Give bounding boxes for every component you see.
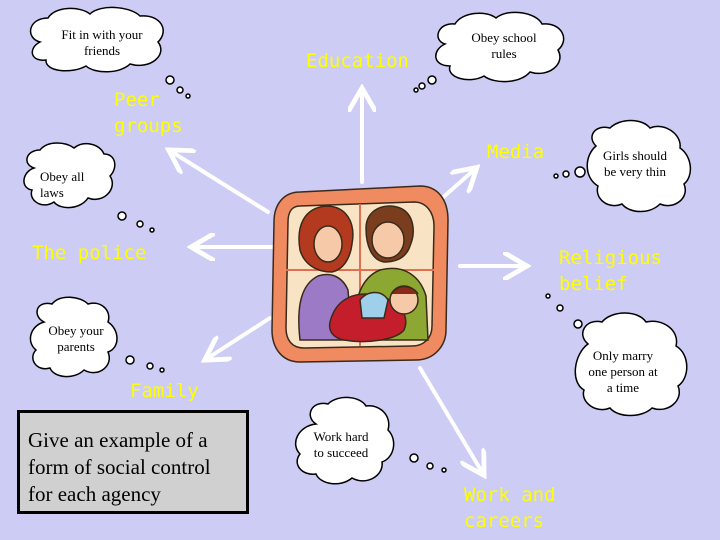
bubble-text-girls-thin: Girls should be very thin — [603, 148, 667, 179]
bubble-fit-in — [29, 6, 164, 73]
bubble-text-work-hard: Work hard to succeed — [313, 429, 369, 460]
bubble-obey-parents — [29, 296, 118, 378]
bubble-text-fit-in: Fit in with your friends — [61, 27, 143, 58]
arrow-work — [418, 366, 482, 472]
agency-religious-belief: Religious belief — [559, 247, 662, 295]
bubble-text-obey-laws: Obey all laws — [40, 169, 85, 200]
bubble-text-obey-parents: Obey your parents — [48, 323, 104, 354]
arrow-family — [208, 316, 272, 358]
agency-media: Media — [487, 141, 545, 163]
agency-work-and-careers: Work and careers — [464, 484, 556, 532]
agency-family: Family — [130, 380, 199, 402]
arrow-media — [438, 170, 474, 202]
bubble-marry-one — [574, 312, 688, 417]
prompt-text: Give an example of a form of social cont… — [28, 428, 211, 506]
bubble-girls-thin — [586, 119, 692, 213]
agency-education: Education — [306, 50, 409, 72]
agency-police: The police — [32, 242, 147, 264]
agency-peer-groups: Peer groups — [114, 89, 183, 137]
bubble-text-obey-school: Obey school rules — [471, 30, 537, 61]
bubble-text-marry-one: Only marry one person at a time — [588, 348, 658, 395]
bubble-obey-school — [435, 11, 565, 83]
family-illustration — [271, 185, 449, 363]
bubble-obey-laws — [23, 142, 116, 209]
prompt-box: Give an example of a form of social cont… — [17, 410, 249, 514]
arrow-peer-groups — [172, 152, 270, 214]
bubble-work-hard — [295, 396, 395, 485]
